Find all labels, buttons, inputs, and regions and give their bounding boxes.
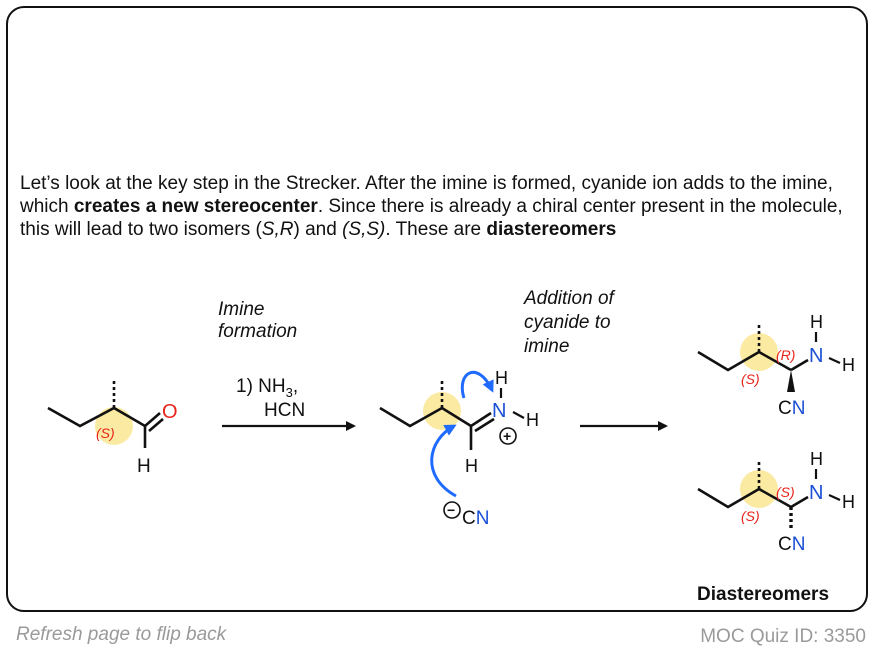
intro-text: Let’s look at the key step in the Streck… bbox=[20, 173, 843, 240]
cyanide-ion: CN bbox=[462, 508, 489, 529]
svg-text:+: + bbox=[503, 428, 511, 444]
hydrogen-atom: H bbox=[810, 312, 823, 332]
quiz-id: MOC Quiz ID: 3350 bbox=[700, 626, 866, 647]
aldehyde-molecule: O H (S) bbox=[47, 378, 178, 477]
product-sr: N H H CN (S) (R) bbox=[697, 312, 855, 419]
stereo-label-s: (S) bbox=[741, 508, 760, 524]
nitrile-group: CN bbox=[778, 534, 805, 555]
step2-label-line3: imine bbox=[524, 336, 569, 357]
stereo-label-s: (S) bbox=[96, 425, 115, 441]
hydrogen-atom: H bbox=[465, 456, 478, 476]
electron-arrow-cyanide bbox=[430, 424, 457, 498]
stereocenter-highlight bbox=[95, 407, 133, 445]
stereo-label-s: (S) bbox=[741, 371, 760, 387]
hydrogen-atom: H bbox=[495, 368, 508, 388]
nitrogen-atom: N bbox=[492, 400, 506, 422]
step2-label-line2: cyanide to bbox=[524, 312, 611, 333]
hydrogen-atom: H bbox=[526, 410, 539, 430]
oxygen-atom: O bbox=[162, 401, 178, 423]
hydrogen-atom: H bbox=[137, 456, 151, 477]
step1-label-line1: Imine bbox=[218, 299, 264, 320]
hydrogen-atom: H bbox=[842, 492, 855, 512]
hydrogen-atom: H bbox=[842, 355, 855, 375]
iminium-molecule: N H H H + − CN bbox=[379, 368, 539, 529]
reagent-ammonia: 1) NH3, bbox=[236, 376, 298, 400]
positive-charge bbox=[499, 427, 517, 445]
stereo-label-r: (R) bbox=[776, 347, 795, 363]
step2-label-line1: Addition of bbox=[523, 288, 616, 309]
step1-arrow-group: Imine formation 1) NH3, HCN bbox=[218, 299, 356, 431]
svg-text:−: − bbox=[447, 502, 455, 518]
step2-arrow-group: Addition of cyanide to imine bbox=[523, 288, 668, 431]
reagent-hcn: HCN bbox=[264, 400, 305, 421]
stereocenter-highlight bbox=[423, 392, 461, 430]
flip-back-hint[interactable]: Refresh page to flip back bbox=[16, 624, 227, 645]
content-card bbox=[6, 6, 868, 612]
stereo-label-s: (S) bbox=[776, 484, 795, 500]
electron-arrow-pi-bond bbox=[460, 370, 494, 399]
nitrogen-atom: N bbox=[809, 345, 823, 367]
nitrile-group: CN bbox=[778, 398, 805, 419]
products-label: Diastereomers bbox=[697, 584, 829, 605]
step1-label-line2: formation bbox=[218, 321, 297, 342]
nitrogen-atom: N bbox=[809, 482, 823, 504]
negative-charge bbox=[443, 501, 461, 519]
hydrogen-atom: H bbox=[810, 449, 823, 469]
product-ss: N H H CN (S) (S) bbox=[697, 449, 855, 555]
